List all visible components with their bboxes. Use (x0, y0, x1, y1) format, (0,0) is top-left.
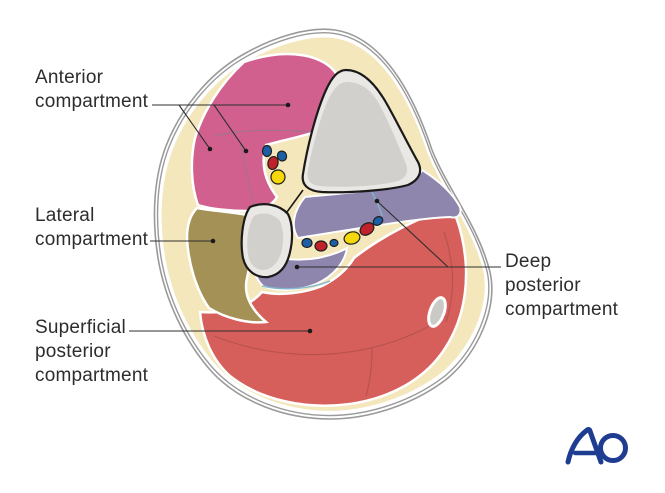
vein-icon (372, 216, 384, 226)
label-line: Deep (505, 251, 552, 272)
leader-dots (207, 102, 380, 334)
deep-posterior-compartment-label: Deep posterior compartment (505, 250, 618, 322)
nerve-icon (343, 231, 361, 245)
nerve-icon (270, 169, 286, 185)
fascia-lines (261, 191, 383, 290)
fibula-bone (240, 203, 294, 279)
vein-icon (261, 144, 273, 158)
vein-icon (329, 238, 339, 248)
superficial-muscle-separation-lines (213, 231, 454, 397)
leader-anterior-branch-1 (178, 104, 211, 150)
label-line: compartment (35, 229, 149, 250)
label-line: compartment (505, 299, 619, 320)
posterior-neurovascular-bundle (301, 216, 384, 252)
tibia-bone (301, 68, 422, 194)
superficial-posterior-compartment-region (198, 206, 468, 407)
label-line: Superficial (35, 317, 126, 338)
anterior-muscle-separation-lines (213, 129, 315, 209)
label-line: Lateral (35, 205, 95, 226)
interosseous-membrane (286, 189, 304, 213)
superficial-posterior-compartment-label: Superficial posterior compartment (35, 316, 148, 388)
anterior-neurovascular-bundle (261, 144, 288, 185)
artery-icon (359, 222, 375, 236)
lateral-compartment-label: Lateral compartment (35, 204, 148, 252)
label-line: compartment (35, 365, 149, 386)
ao-logo-a-stroke (565, 427, 604, 465)
label-line: Anterior (35, 67, 104, 88)
vein-icon (276, 150, 288, 162)
anterior-compartment-label: Anterior compartment (35, 66, 148, 114)
leader-deep-branch (376, 200, 449, 268)
leader-lines (129, 104, 501, 332)
label-line: compartment (35, 91, 149, 112)
artery-icon (267, 155, 279, 171)
plantaris-tendon (427, 296, 447, 328)
label-line: posterior (35, 341, 111, 362)
ao-logo-o-stroke (598, 433, 628, 463)
leader-anterior-branch-2 (213, 104, 247, 152)
artery-icon (314, 240, 328, 252)
label-line: posterior (505, 275, 581, 296)
vein-icon (301, 237, 313, 249)
